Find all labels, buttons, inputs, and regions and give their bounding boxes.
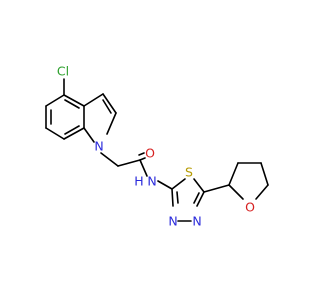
molecule-structure-diagram: Cl N O N H S N N O bbox=[45, 64, 269, 229]
bond-c3-c2 bbox=[102, 93, 117, 114]
bond-n1-c7a bbox=[83, 127, 95, 143]
bonds bbox=[45, 78, 269, 222]
atom-n-thiadiazole-3: N bbox=[168, 214, 177, 229]
bond-c2-n1 bbox=[106, 112, 117, 135]
atom-labels: Cl N O N H S N N O bbox=[57, 64, 255, 229]
bond-thf-o-c2 bbox=[228, 184, 244, 200]
bond-c6-c7 bbox=[45, 127, 65, 140]
bond-nh-c2td bbox=[157, 180, 173, 190]
bond-c-o-2 bbox=[138, 152, 145, 156]
bond-c3a-c4-inner bbox=[64, 99, 80, 109]
bond-n3-c2td-inner bbox=[176, 191, 179, 204]
bond-c5td-n4 bbox=[196, 191, 205, 207]
bond-s-c5td bbox=[193, 178, 205, 193]
bond-thf-c2-c3 bbox=[228, 162, 239, 186]
bond-c3a-c4 bbox=[63, 94, 85, 107]
atom-o-thf: O bbox=[245, 200, 255, 215]
bond-c-o-1 bbox=[139, 157, 146, 161]
atom-n-thiadiazole-4: N bbox=[192, 214, 201, 229]
bond-c-nh bbox=[139, 159, 148, 177]
atom-cl: Cl bbox=[57, 64, 69, 79]
bond-c5td-thf bbox=[203, 184, 230, 193]
bond-c5td-n4-inner bbox=[193, 192, 200, 204]
bond-thf-c4-c5 bbox=[260, 162, 269, 186]
bond-n3-c2td bbox=[171, 188, 174, 207]
bond-c3-c2-inner bbox=[102, 99, 112, 114]
bond-c7-c7a bbox=[63, 127, 85, 140]
bond-c4-c5 bbox=[45, 94, 65, 107]
bond-c7-c7a-inner bbox=[64, 125, 80, 135]
atom-o-amide: O bbox=[145, 146, 155, 161]
atom-s-thiadiazole: S bbox=[185, 165, 193, 180]
bond-c3a-c3 bbox=[83, 93, 104, 107]
atom-n-amide: N bbox=[147, 174, 156, 189]
bond-ch2-c bbox=[117, 159, 141, 167]
bond-thf-c5-o bbox=[255, 184, 269, 200]
bond-n1-ch2 bbox=[100, 152, 119, 167]
atom-h-amide: H bbox=[134, 174, 143, 189]
atom-n-indole: N bbox=[94, 139, 103, 154]
bond-c2td-s bbox=[171, 178, 186, 190]
